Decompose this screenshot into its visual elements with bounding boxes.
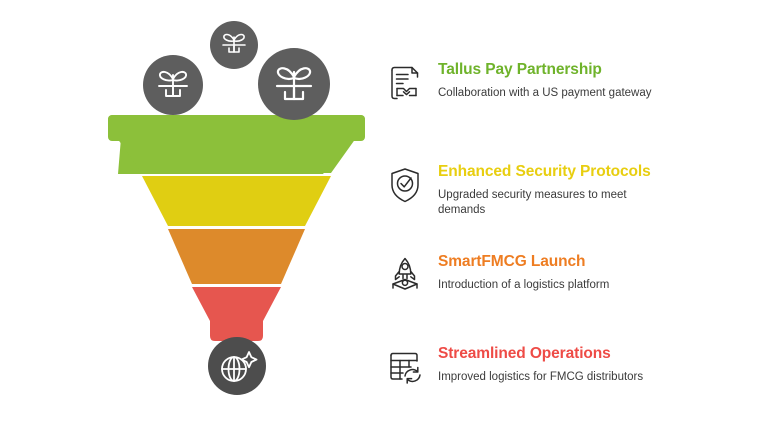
table-sync-icon bbox=[384, 346, 426, 388]
list-item-description: Introduction of a logistics platform bbox=[438, 278, 610, 291]
funnel-svg bbox=[108, 21, 365, 395]
funnel-stage-red[interactable] bbox=[192, 287, 281, 341]
list-item-title: Enhanced Security Protocols bbox=[438, 163, 651, 180]
funnel-stage-orange[interactable] bbox=[168, 229, 305, 284]
list-item-title: Streamlined Operations bbox=[438, 345, 611, 362]
list-item-streamlined-operations[interactable]: Streamlined Operations Improved logistic… bbox=[384, 344, 684, 388]
funnel-graphic bbox=[0, 0, 380, 429]
funnel-stage-yellow[interactable] bbox=[142, 176, 331, 226]
rocket-launch-icon bbox=[384, 254, 426, 296]
seedling-badge-small[interactable] bbox=[210, 21, 258, 69]
list-item-text: Enhanced Security Protocols Upgraded sec… bbox=[438, 162, 651, 218]
seedling-icon bbox=[158, 70, 188, 97]
seedling-badge-medium[interactable] bbox=[143, 55, 203, 115]
list-item-enhanced-security-protocols[interactable]: Enhanced Security Protocols Upgraded sec… bbox=[384, 162, 684, 218]
seedling-icon bbox=[222, 33, 246, 53]
contract-handshake-icon bbox=[384, 62, 426, 104]
list-item-text: Streamlined Operations Improved logistic… bbox=[438, 344, 643, 385]
globe-badge-bottom[interactable] bbox=[208, 337, 266, 395]
list-item-description: Upgraded security measures to meet deman… bbox=[438, 188, 627, 216]
list-item-text: Tallus Pay Partnership Collaboration wit… bbox=[438, 60, 652, 101]
funnel-stage-green-body bbox=[117, 138, 356, 173]
list-item-text: SmartFMCG Launch Introduction of a logis… bbox=[438, 252, 609, 293]
seedling-icon bbox=[275, 67, 313, 101]
list-item-tallus-pay-partnership[interactable]: Tallus Pay Partnership Collaboration wit… bbox=[384, 60, 684, 104]
shield-check-icon bbox=[384, 164, 426, 206]
list-item-description: Collaboration with a US payment gateway bbox=[438, 86, 652, 99]
list-item-smartfmcg-launch[interactable]: SmartFMCG Launch Introduction of a logis… bbox=[384, 252, 684, 296]
milestones-list: Tallus Pay Partnership Collaboration wit… bbox=[384, 0, 768, 429]
funnel-stage-green-cap bbox=[108, 115, 365, 141]
seedling-badge-large[interactable] bbox=[258, 48, 330, 120]
list-item-title: SmartFMCG Launch bbox=[438, 253, 586, 270]
list-item-description: Improved logistics for FMCG distributors bbox=[438, 370, 644, 383]
globe-sparkle-icon bbox=[221, 351, 258, 382]
list-item-title: Tallus Pay Partnership bbox=[438, 61, 602, 78]
